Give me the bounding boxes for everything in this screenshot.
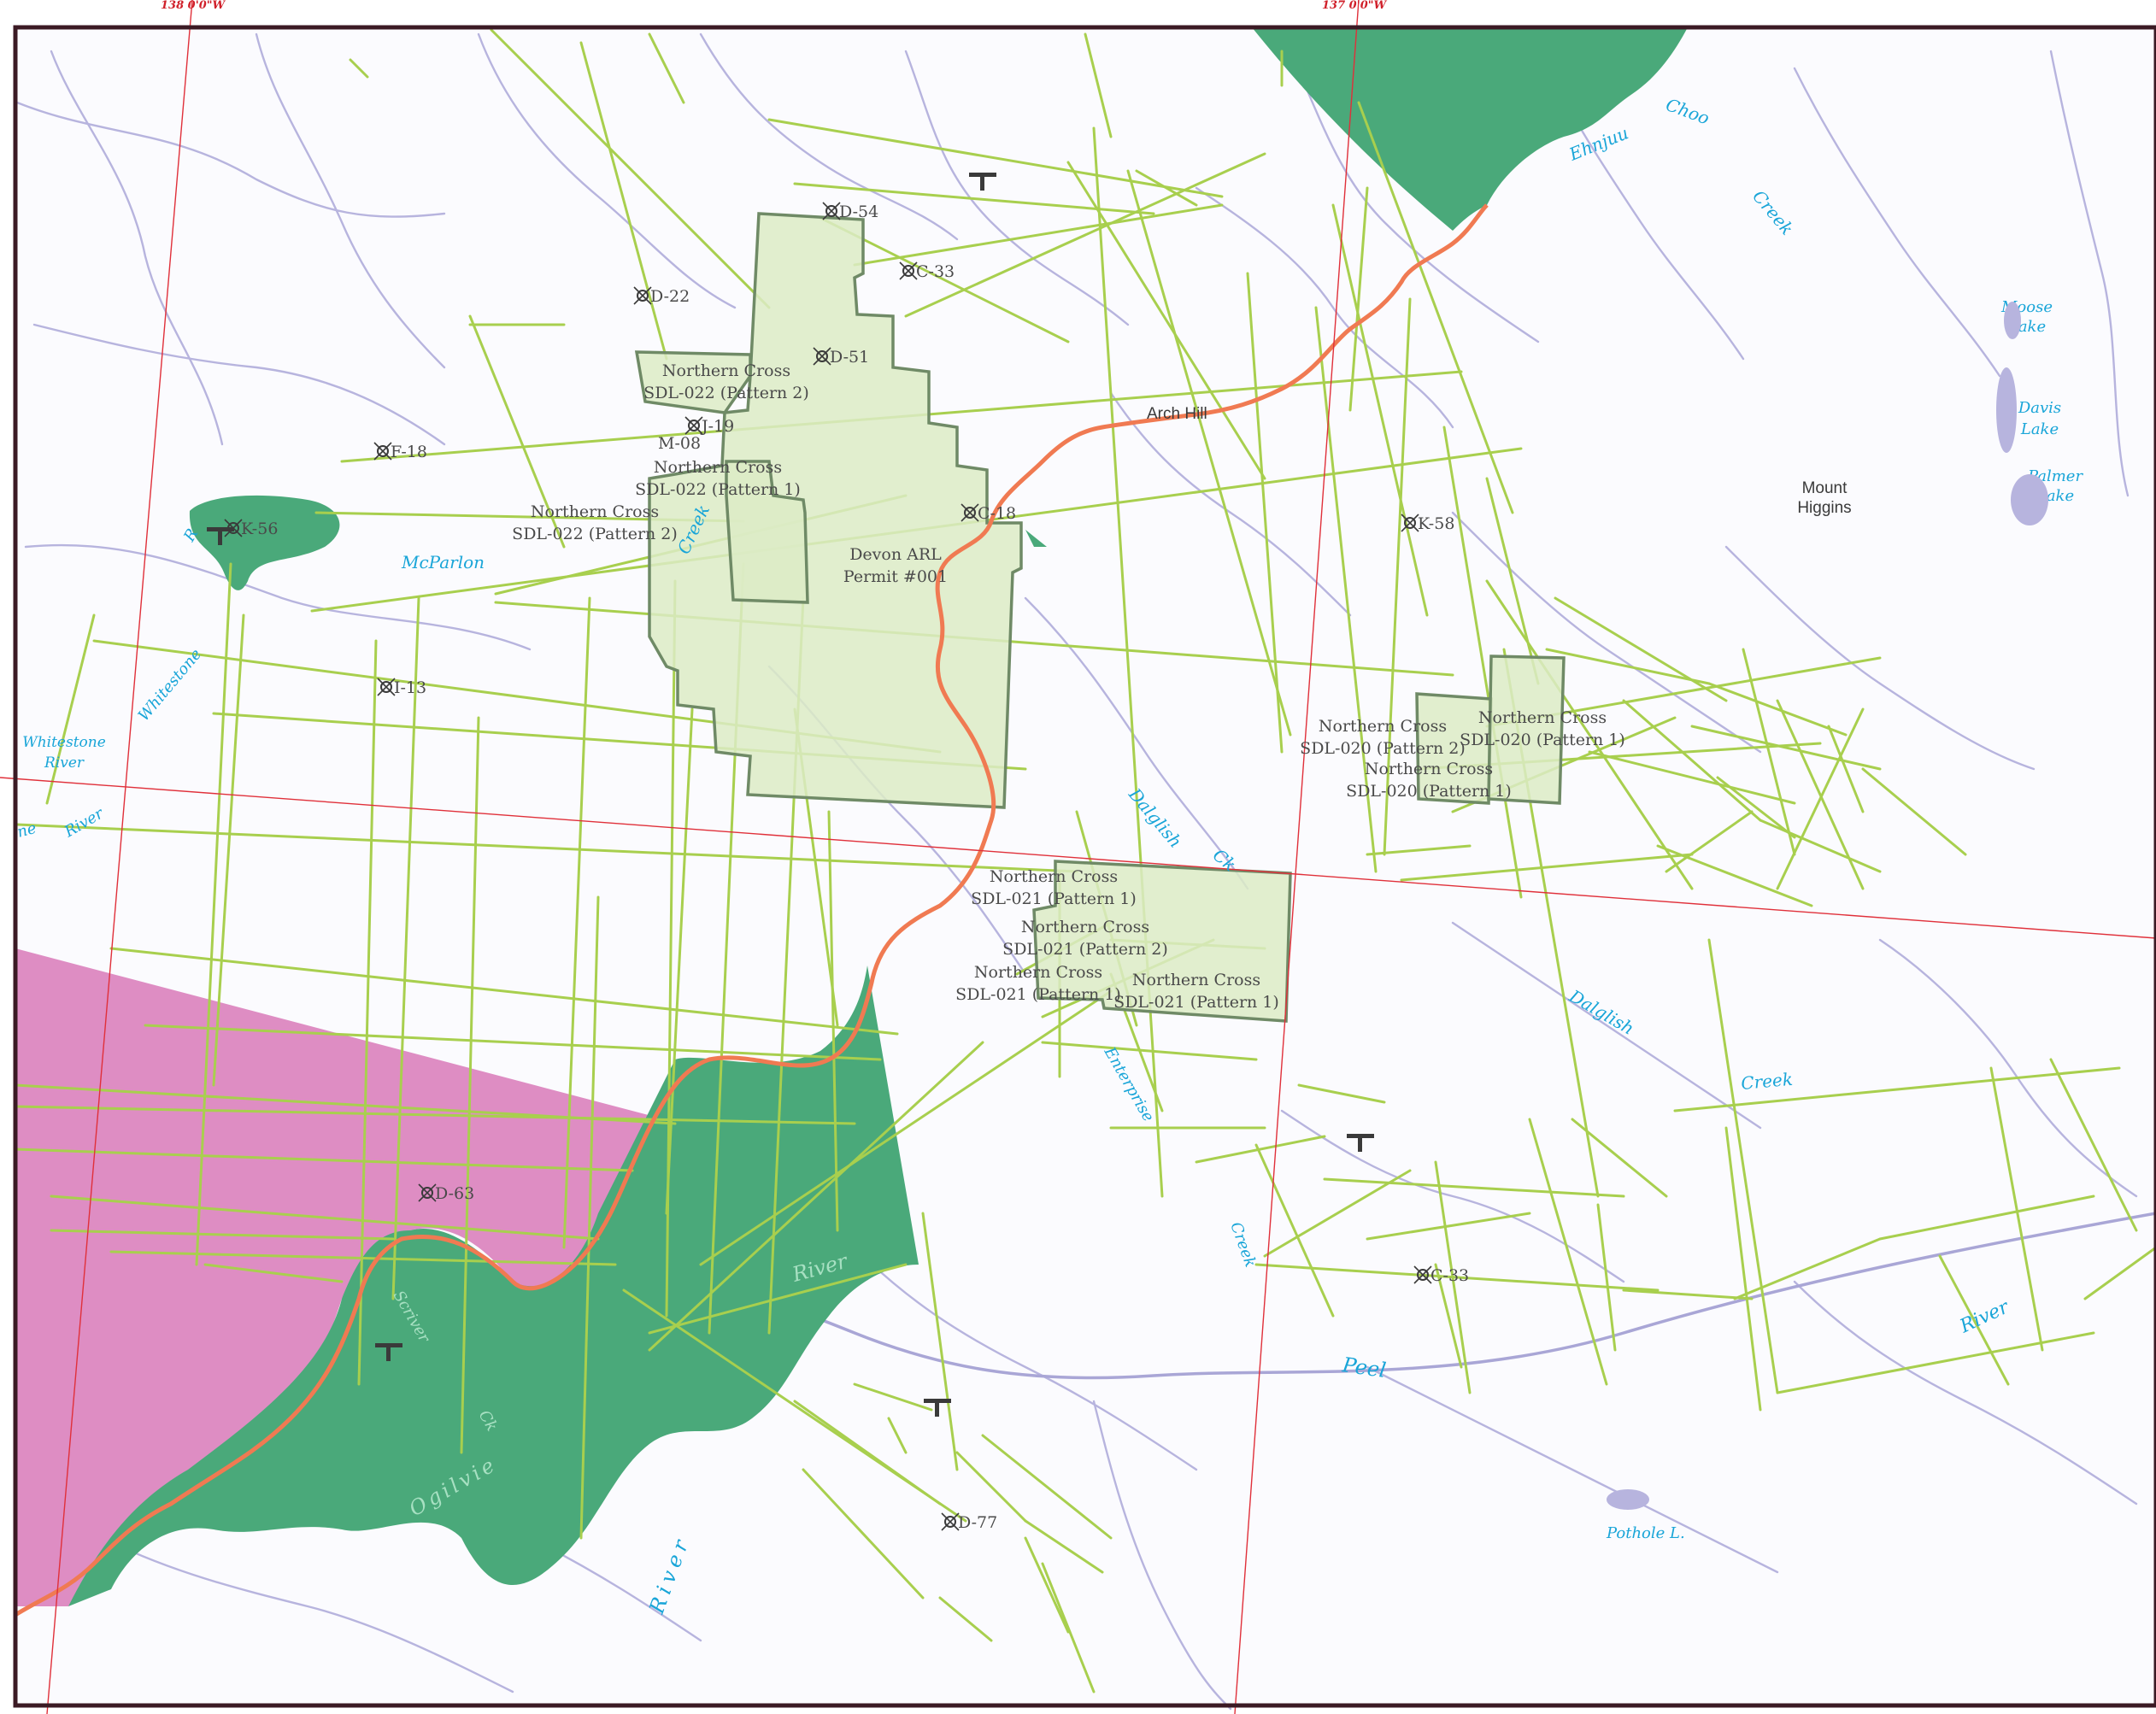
well-marker: F-18 <box>373 442 427 461</box>
well-label: D-77 <box>958 1513 997 1532</box>
water-label-creek-dalglish: Creek <box>1740 1069 1794 1094</box>
lakes <box>1607 302 2048 1510</box>
well-label: C-33 <box>916 262 955 281</box>
protected-area-small <box>1025 530 1047 547</box>
well-label: C-33 <box>1430 1266 1469 1285</box>
place-label-arch-hill: Arch Hill <box>1147 405 1207 423</box>
well-marker: D-22 <box>633 286 690 306</box>
well-label: D-51 <box>830 348 869 367</box>
protected-area-north <box>1252 27 1688 231</box>
well-label: D-63 <box>435 1184 474 1203</box>
airstrip-icon <box>924 1399 951 1417</box>
well-marker: C-18 <box>961 503 1016 523</box>
well-marker: C-33 <box>1413 1265 1469 1285</box>
territory-boundary <box>14 203 1489 1617</box>
parcel-sdl021 <box>1032 860 1292 1023</box>
well-marker: D-77 <box>941 1512 997 1532</box>
well-marker: D-63 <box>418 1183 474 1203</box>
parcel-sdl022-p2 <box>634 350 752 414</box>
map-frame <box>13 25 2156 1708</box>
airstrip-icon <box>207 527 234 545</box>
parcels <box>634 212 1566 1023</box>
well-marker: D-54 <box>822 202 878 221</box>
well-label: D-54 <box>839 203 878 221</box>
airstrip-icon <box>375 1343 402 1361</box>
parcel-devon-arl <box>648 212 1023 809</box>
parcel-sdl020-b <box>1487 654 1566 805</box>
parcel-sdl020-a <box>1415 692 1493 805</box>
well-marker: J-19 <box>684 416 734 436</box>
well-label: K-56 <box>241 519 278 538</box>
well-label: I-13 <box>394 678 426 697</box>
well-label: F-18 <box>391 443 427 461</box>
water-label-pothole: Pothole L. <box>1606 1524 1685 1542</box>
well-marker: D-51 <box>813 347 869 367</box>
well-markers: D-54C-33D-22D-51J-19F-18K-56C-18K-58I-13… <box>224 202 1469 1532</box>
longitude-label-east: 137 0'0"W <box>1322 0 1388 12</box>
protected-area-southwest <box>68 966 919 1606</box>
well-label-m08: M-08 <box>658 434 701 453</box>
well-label: D-22 <box>650 287 690 306</box>
river-network <box>15 32 2138 1711</box>
airstrip-icon <box>1347 1134 1374 1152</box>
water-label-mcparlon: McParlon <box>401 552 485 572</box>
protected-area-west <box>189 495 340 590</box>
well-marker: K-58 <box>1401 514 1454 533</box>
well-marker: C-33 <box>899 261 955 281</box>
well-marker: I-13 <box>377 678 426 697</box>
well-label: K-58 <box>1418 514 1454 533</box>
parcel-sdl022-p1 <box>725 460 809 604</box>
well-label: J-19 <box>700 417 734 436</box>
well-label: C-18 <box>978 504 1016 523</box>
longitude-label-west: 138 0'0"W <box>161 0 226 12</box>
airstrip-icon <box>969 173 996 191</box>
